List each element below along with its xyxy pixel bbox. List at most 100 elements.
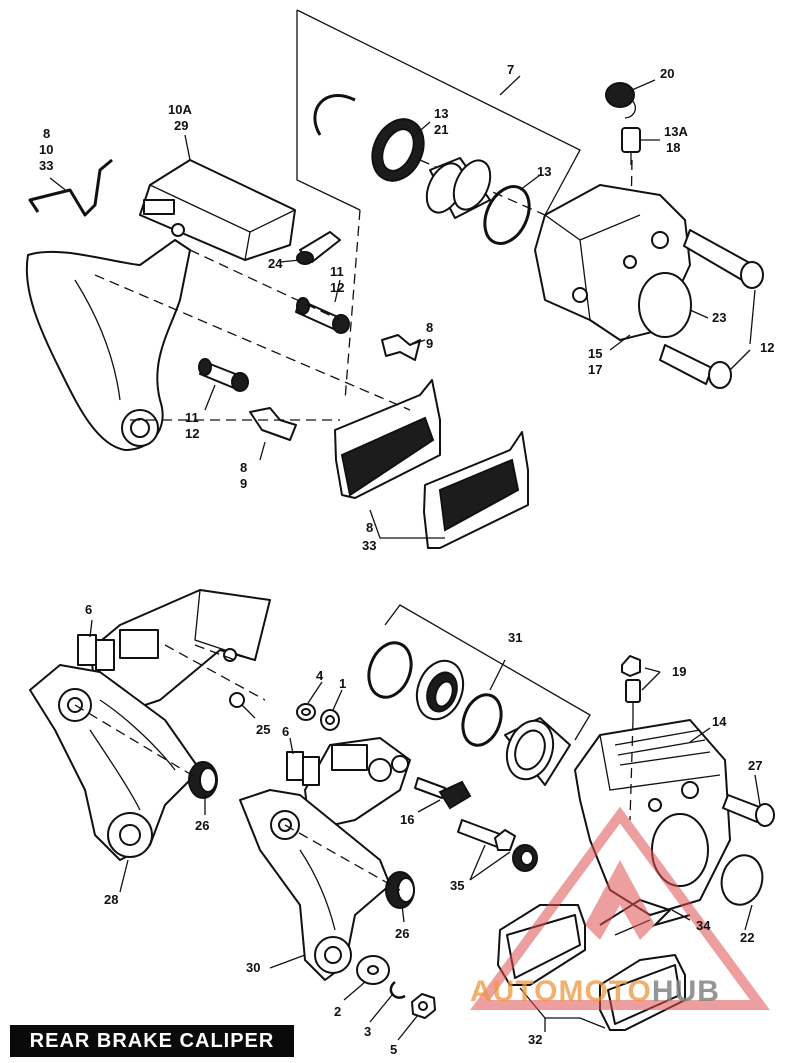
clip-lower	[249, 407, 297, 441]
dust-boot-bottom	[415, 659, 465, 721]
brake-pad-inner	[334, 379, 441, 499]
o-ring-22	[720, 854, 764, 906]
label-16: 16	[400, 812, 414, 827]
label-2: 2	[334, 1004, 341, 1019]
brake-pad-outer	[423, 431, 529, 549]
label-27: 27	[748, 758, 762, 773]
label-6b: 6	[282, 724, 289, 739]
label-23: 23	[712, 310, 726, 325]
alignment-lines-bottom	[74, 644, 634, 891]
label-20: 20	[660, 66, 674, 81]
piston-seal-bottom	[461, 693, 503, 747]
washer-2	[356, 955, 390, 985]
label-31: 31	[508, 630, 522, 645]
label-9b: 9	[240, 476, 247, 491]
label-25: 25	[256, 722, 270, 737]
label-4: 4	[316, 668, 324, 683]
caliper-bolt-upper	[683, 229, 764, 289]
label-33a: 33	[39, 158, 53, 173]
label-9a: 9	[426, 336, 433, 351]
label-29: 29	[174, 118, 188, 133]
label-33b: 33	[362, 538, 376, 553]
label-28: 28	[104, 892, 118, 907]
label-3: 3	[364, 1024, 371, 1039]
label-1: 1	[339, 676, 346, 691]
label-5: 5	[390, 1042, 397, 1057]
mounting-bracket-top	[25, 239, 191, 451]
label-8a: 8	[43, 126, 50, 141]
bleeder-19	[621, 655, 641, 720]
label-30: 30	[246, 960, 260, 975]
watermark-text-part1: AUTOMOTO	[470, 975, 652, 1008]
label-12c: 12	[185, 426, 199, 441]
kit-bracket-7	[296, 9, 581, 216]
label-11a: 11	[330, 264, 344, 279]
label-12a: 12	[330, 280, 344, 295]
pads-6-right	[286, 751, 320, 786]
label-22: 22	[740, 930, 754, 945]
label-13b: 13	[537, 164, 551, 179]
pin-24	[296, 231, 341, 265]
caliper-bolt-lower	[659, 344, 732, 389]
pin-16	[414, 777, 472, 810]
mounting-arm-28	[29, 664, 201, 861]
label-19: 19	[672, 664, 686, 679]
label-10: 10	[39, 142, 53, 157]
label-17: 17	[588, 362, 602, 377]
label-15: 15	[588, 346, 602, 361]
diagram-caption: REAR BRAKE CALIPER	[8, 1023, 296, 1059]
o-ring-top	[483, 185, 531, 245]
label-26a: 26	[195, 818, 209, 833]
label-26b: 26	[395, 926, 409, 941]
label-10a: 10A	[168, 102, 192, 117]
nut-4	[296, 703, 316, 721]
label-34: 34	[696, 918, 711, 933]
bolt-27	[722, 794, 775, 827]
caliper-body-top	[534, 184, 692, 341]
label-13a-top: 13	[434, 106, 448, 121]
label-13c: 13A	[664, 124, 688, 139]
retaining-ring-bottom	[367, 641, 413, 699]
bleeder-screw-top	[621, 127, 641, 165]
watermark-text-part2: HUB	[651, 975, 720, 1008]
label-21: 21	[434, 122, 448, 137]
caliper-bracket-bottom	[304, 737, 411, 831]
watermark-triangle	[470, 806, 770, 1010]
caption-text: REAR BRAKE CALIPER	[29, 1029, 275, 1052]
label-32: 32	[528, 1032, 542, 1047]
bushing-26-left	[188, 761, 218, 799]
bleeder-cap-top	[605, 82, 636, 119]
label-8b: 8	[426, 320, 433, 335]
label-18: 18	[666, 140, 680, 155]
label-35: 35	[450, 878, 464, 893]
label-7: 7	[507, 62, 514, 77]
pin-25	[229, 692, 245, 708]
bolt-upper	[295, 297, 350, 334]
label-14: 14	[712, 714, 727, 729]
watermark-logo: AUTOMOTOHUB	[470, 975, 720, 1009]
pin-sleeve-35	[457, 819, 538, 872]
label-8d: 8	[366, 520, 373, 535]
nut-5	[411, 993, 436, 1019]
spring-clip	[28, 158, 113, 217]
retaining-ring-top	[313, 93, 356, 136]
caliper-body-bottom	[574, 719, 731, 916]
piston-seal-top	[371, 118, 425, 182]
mounting-arm-30	[239, 789, 391, 981]
piston-bottom	[504, 717, 571, 786]
leader-lines-bottom	[89, 619, 761, 1041]
kit-bracket-31	[384, 604, 591, 741]
washer-1	[320, 709, 340, 731]
bolt-lower	[198, 358, 249, 392]
lock-washer-3	[389, 981, 406, 999]
label-6a: 6	[85, 602, 92, 617]
clip-upper	[381, 334, 421, 361]
mounting-bracket-bottom-upper	[89, 589, 271, 721]
label-11b: 11	[185, 410, 199, 425]
piston-top	[425, 157, 492, 219]
label-12b: 12	[760, 340, 774, 355]
leader-lines-top	[49, 75, 756, 539]
label-8c: 8	[240, 460, 247, 475]
pin-housing	[139, 159, 296, 261]
